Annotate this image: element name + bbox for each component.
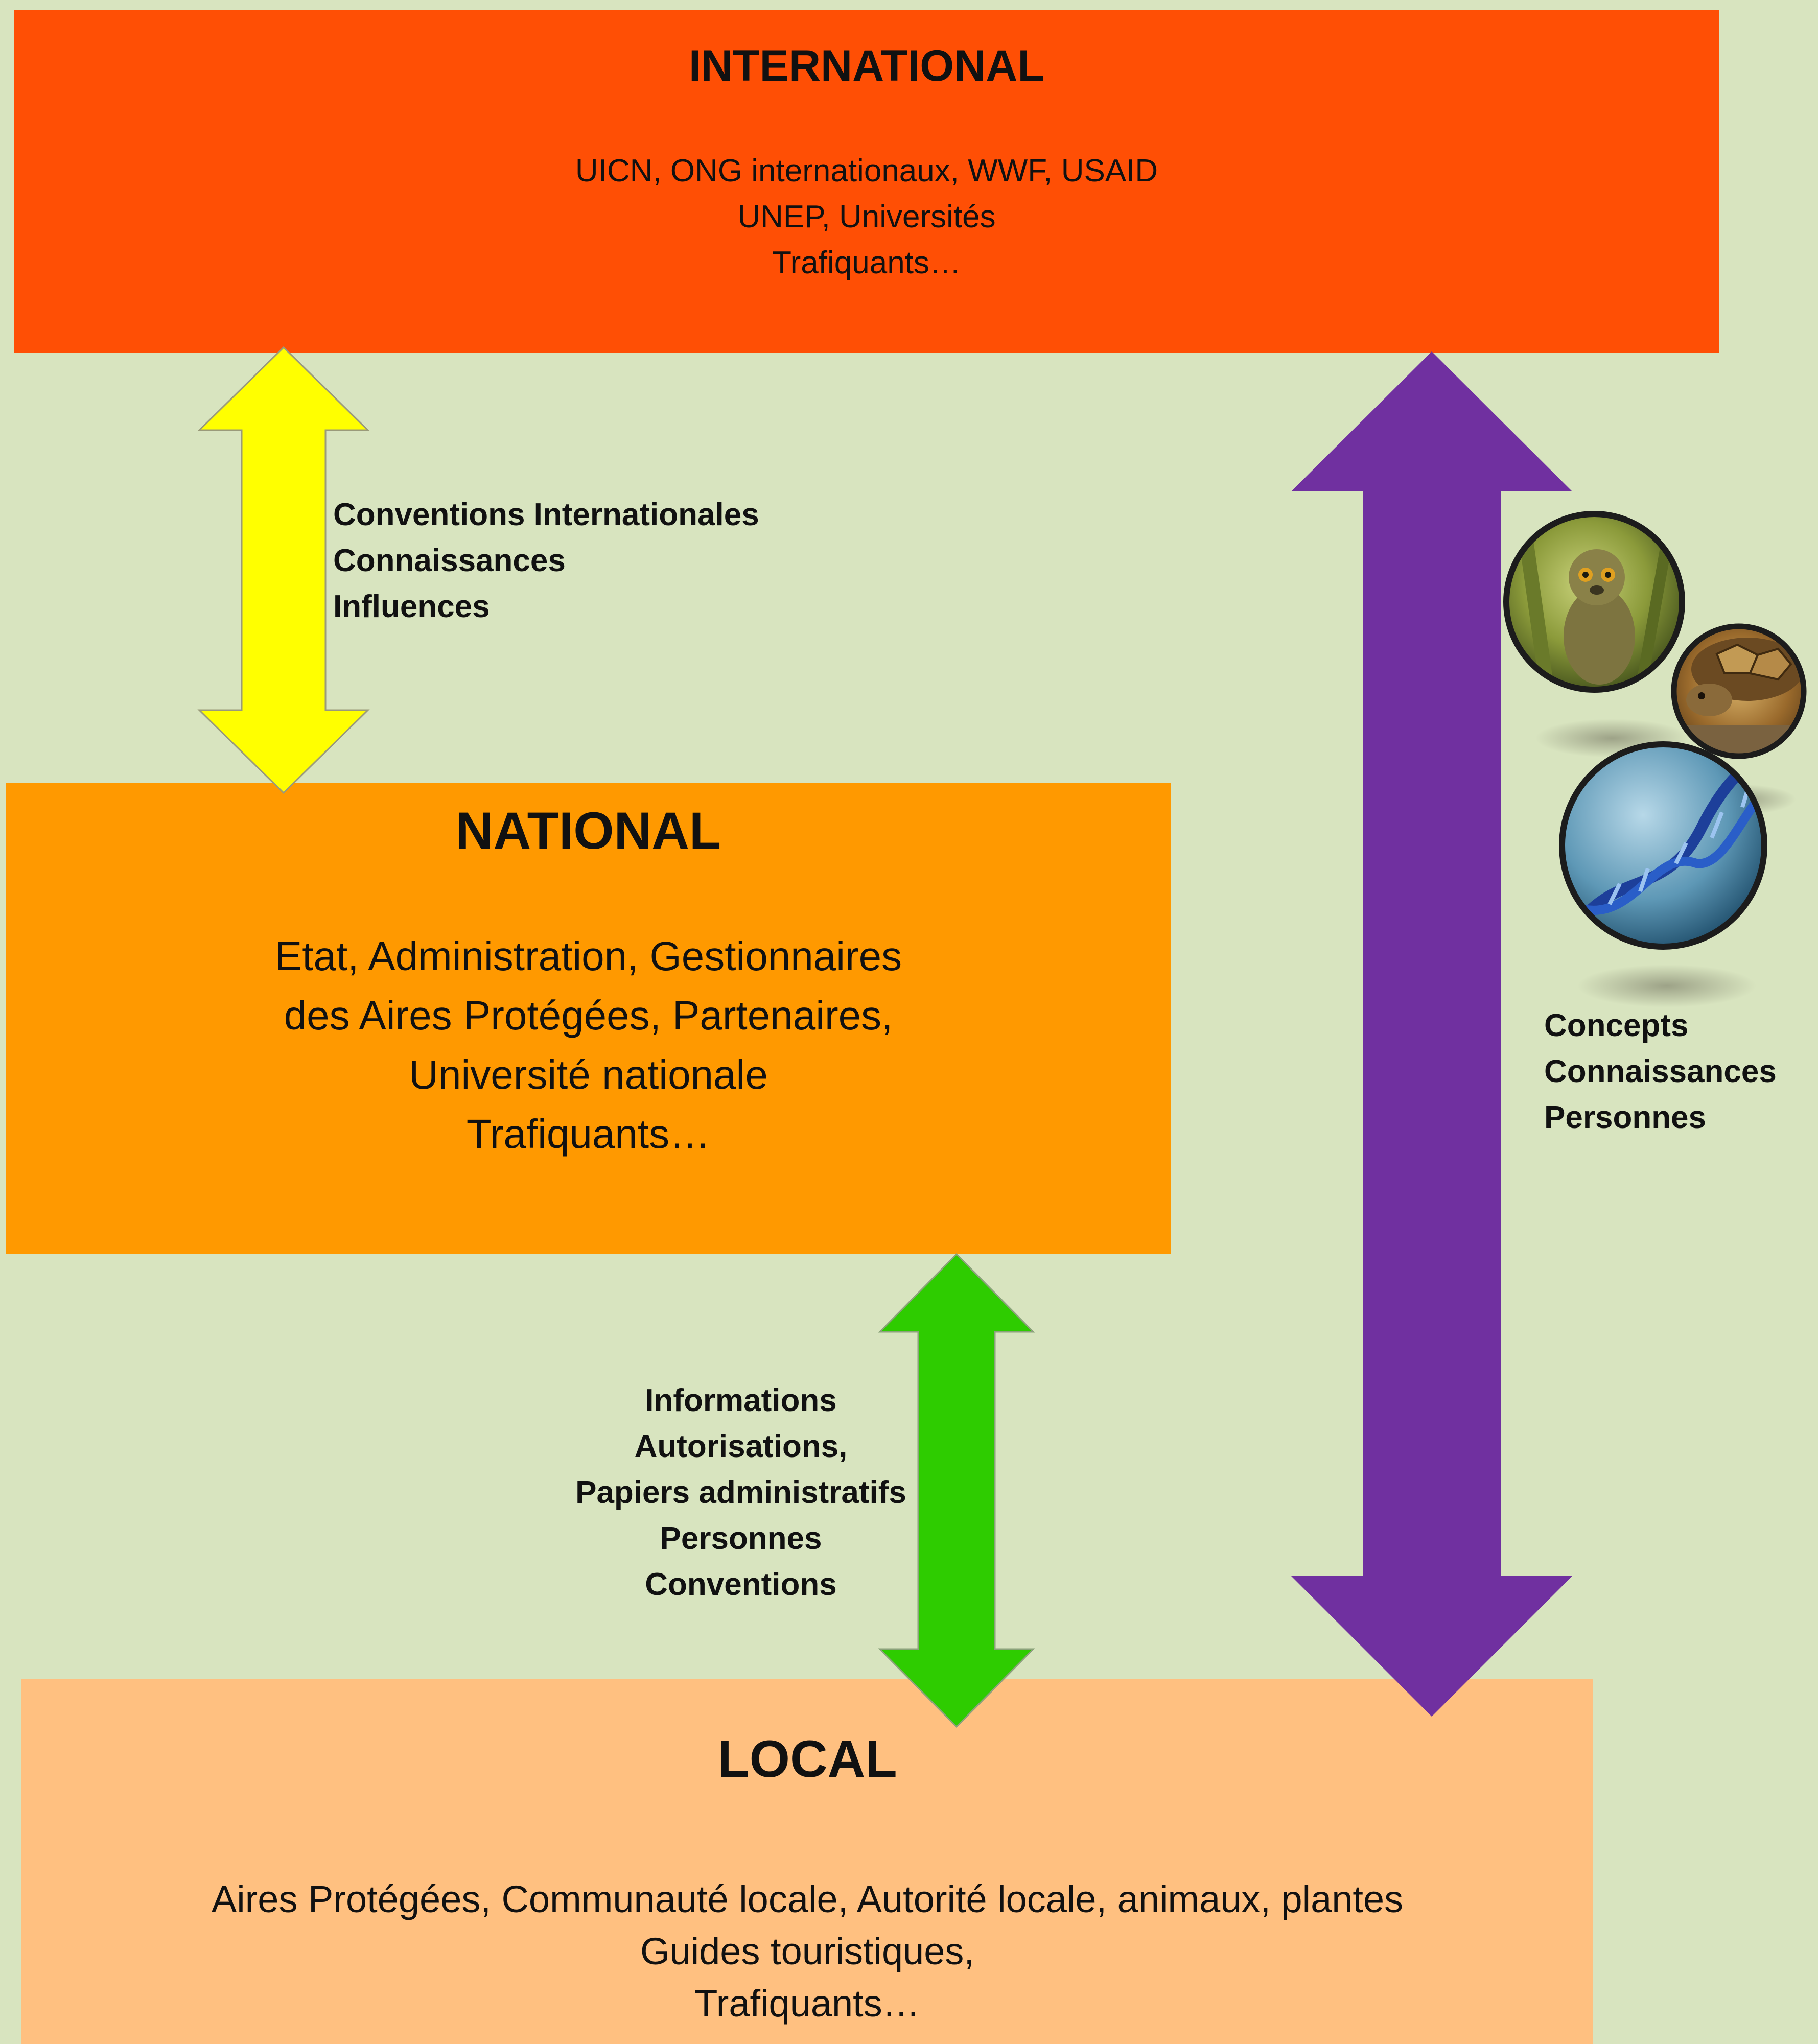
international-box: INTERNATIONAL UICN, ONG internationaux, …	[14, 10, 1719, 353]
national-line: Université nationale	[409, 1052, 768, 1097]
local-line: Guides touristiques,	[640, 1930, 974, 1972]
flow-label: Autorisations,	[634, 1429, 848, 1464]
flow-label: Personnes	[660, 1521, 822, 1556]
lemur-photo	[1503, 511, 1685, 693]
flow-label: Personnes	[1544, 1100, 1707, 1135]
national-actors: Etat, Administration, Gestionnaires des …	[6, 927, 1171, 1164]
dna-photo	[1559, 741, 1767, 950]
flow-label: Connaissances	[1544, 1054, 1777, 1089]
national-local-flow-labels: Informations Autorisations, Papiers admi…	[562, 1378, 920, 1608]
international-line: UICN, ONG internationaux, WWF, USAID	[575, 153, 1158, 189]
flow-label: Influences	[333, 589, 490, 624]
local-actors: Aires Protégées, Communauté locale, Auto…	[21, 1873, 1593, 2030]
local-title: LOCAL	[717, 1730, 897, 1788]
purple-double-arrow	[1291, 351, 1572, 1717]
international-title: INTERNATIONAL	[689, 41, 1044, 90]
national-title: NATIONAL	[455, 802, 721, 860]
national-line: des Aires Protégées, Partenaires,	[284, 993, 893, 1038]
flow-label: Informations	[645, 1383, 837, 1418]
international-national-flow-labels: Conventions Internationales Connaissance…	[333, 492, 759, 630]
tortoise-photo	[1671, 623, 1807, 759]
international-line: UNEP, Universités	[737, 199, 996, 234]
international-actors: UICN, ONG internationaux, WWF, USAID UNE…	[14, 148, 1719, 286]
national-line: Trafiquants…	[466, 1111, 711, 1157]
national-box: NATIONAL Etat, Administration, Gestionna…	[6, 783, 1171, 1254]
green-double-arrow	[878, 1253, 1035, 1728]
flow-label: Connaissances	[333, 543, 566, 578]
flow-label: Conventions	[645, 1567, 837, 1602]
local-line: Trafiquants…	[694, 1982, 920, 2025]
flow-label: Concepts	[1544, 1008, 1689, 1043]
flow-label: Conventions Internationales	[333, 497, 759, 532]
national-line: Etat, Administration, Gestionnaires	[274, 933, 902, 979]
local-box: LOCAL Aires Protégées, Communauté locale…	[21, 1679, 1593, 2044]
local-line: Aires Protégées, Communauté locale, Auto…	[211, 1878, 1404, 1920]
international-line: Trafiquants…	[772, 245, 961, 280]
photo-shadow	[1577, 965, 1756, 1007]
flow-label: Papiers administratifs	[575, 1475, 906, 1510]
yellow-double-arrow	[197, 346, 370, 794]
international-local-flow-labels: Concepts Connaissances Personnes	[1544, 1003, 1777, 1141]
